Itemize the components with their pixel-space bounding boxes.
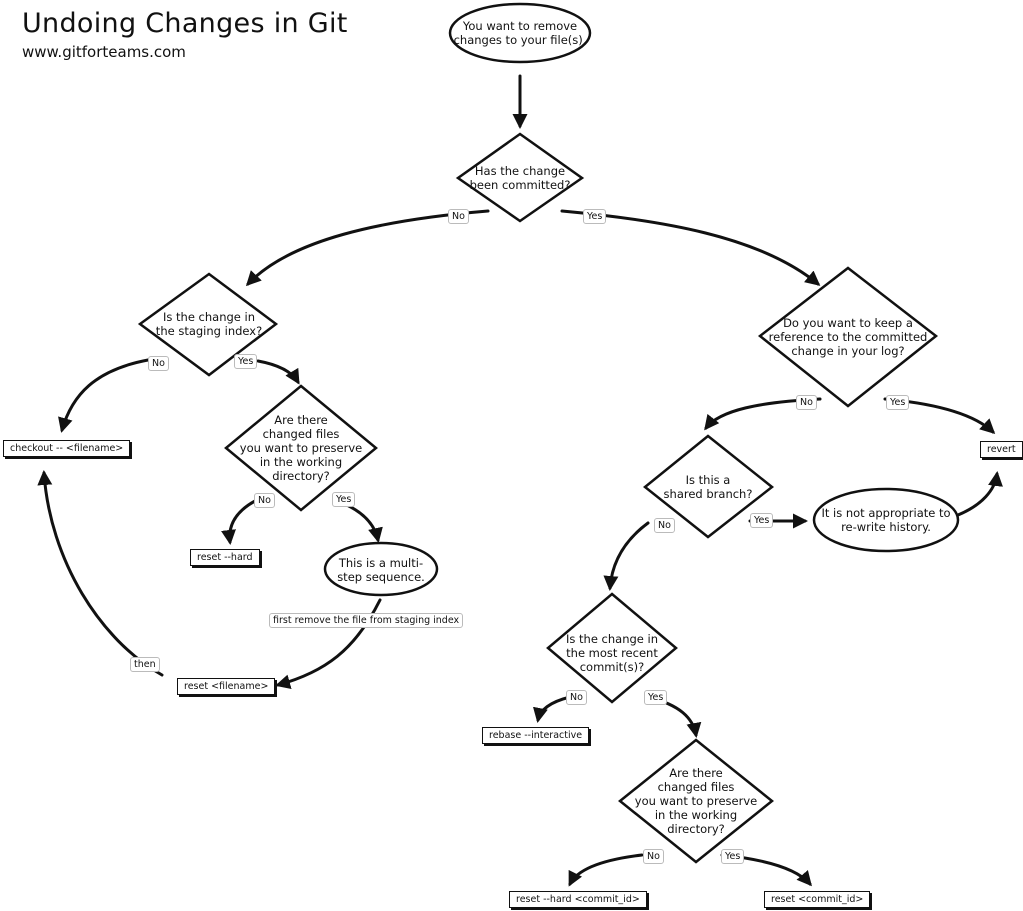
edge-label-yes: Yes [332, 492, 356, 507]
edge-label-yes: Yes [886, 395, 910, 410]
committed-diamond [455, 132, 585, 223]
edge-shared-no [603, 521, 650, 591]
edge-recent-no [533, 695, 572, 723]
page-title: Undoing Changes in Git [22, 8, 348, 39]
recent-commit-diamond [546, 592, 678, 704]
command-checkout: checkout -- <filename> [3, 440, 131, 457]
start-oval [448, 2, 592, 64]
command-reset-hard-commit: reset --hard <commit_id> [509, 891, 647, 908]
edge-staging-yes [256, 359, 300, 385]
multistep-note-text: This is a multi- step sequence. [337, 556, 425, 584]
edge-label-no: No [654, 518, 675, 533]
shared-branch-question-text: Is this a shared branch? [663, 473, 753, 501]
keep-reference-question-text: Do you want to keep a reference to the c… [768, 316, 928, 358]
edge-label-no: No [254, 493, 275, 508]
preserve1-diamond [224, 384, 378, 512]
preserve2-diamond [618, 738, 774, 864]
page-subtitle: www.gitforteams.com [22, 43, 186, 61]
edge-preserve1-no [221, 499, 257, 545]
preserve-question-2-text: Are there changed files you want to pres… [634, 766, 758, 836]
edge-label-first-remove: first remove the file from staging index [269, 613, 464, 628]
shared-branch-diamond [643, 434, 775, 539]
edge-label-no: No [796, 395, 817, 410]
edge-then [37, 470, 164, 677]
rewrite-note-text: It is not appropriate to re-write histor… [821, 506, 951, 534]
rewrite-oval [812, 487, 960, 553]
edge-rewrite-to-revert [956, 471, 1003, 517]
committed-question-text: Has the change been committed? [469, 164, 571, 192]
multistep-oval [323, 541, 439, 597]
edge-label-no: No [148, 356, 169, 371]
edge-label-then: then [130, 657, 160, 672]
edge-label-yes: Yes [583, 209, 607, 224]
edge-label-yes: Yes [721, 849, 745, 864]
edge-label-yes: Yes [750, 513, 774, 528]
edge-staging-no [58, 358, 150, 433]
edge-committed-no [245, 209, 490, 287]
edge-label-no: No [566, 690, 587, 705]
staging-diamond [137, 272, 279, 377]
preserve-question-1-text: Are there changed files you want to pres… [239, 413, 363, 483]
edge-label-yes: Yes [234, 354, 258, 369]
start-text: You want to remove changes to your file(… [453, 19, 587, 47]
command-reset-filename: reset <filename> [177, 678, 276, 695]
command-reset-commit: reset <commit_id> [764, 891, 871, 908]
command-revert: revert [980, 441, 1023, 458]
edge-preserve2-no [568, 853, 644, 887]
command-rebase-interactive: rebase --interactive [482, 727, 590, 744]
edge-label-yes: Yes [644, 690, 668, 705]
keep-reference-diamond [757, 266, 939, 408]
recent-commit-question-text: Is the change in the most recent commit(… [565, 632, 659, 674]
staging-question-text: Is the change in the staging index? [155, 310, 263, 338]
edge-preserve1-yes [338, 500, 383, 543]
edge-label-no: No [643, 849, 664, 864]
command-reset-hard: reset --hard [190, 549, 260, 566]
edge-label-no: No [448, 209, 469, 224]
